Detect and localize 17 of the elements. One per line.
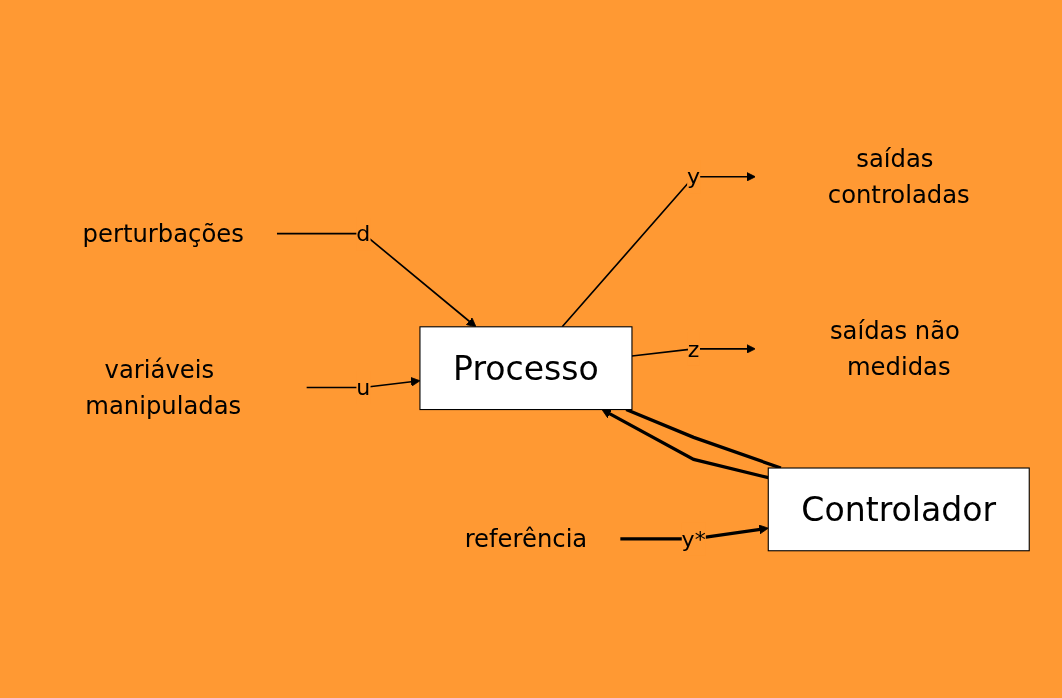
edge-label: d xyxy=(356,220,371,248)
node-text: saídas controladas xyxy=(827,145,970,210)
node-box: Controlador xyxy=(767,467,1030,552)
node-box: Processo xyxy=(419,326,633,411)
node-text: variáveis manipuladas xyxy=(85,355,242,420)
arrow xyxy=(276,233,477,328)
node-text: perturbações xyxy=(82,220,244,248)
arrow xyxy=(561,172,756,328)
node-text: referência xyxy=(464,525,588,553)
arrow xyxy=(631,344,756,358)
edge-label: y* xyxy=(681,525,706,553)
connector xyxy=(625,408,782,470)
edge-label: z xyxy=(687,335,700,363)
edge-label: y xyxy=(687,163,701,191)
arrow xyxy=(601,409,769,480)
node-text: saídas não medidas xyxy=(829,317,960,382)
edge-label: u xyxy=(356,374,371,401)
